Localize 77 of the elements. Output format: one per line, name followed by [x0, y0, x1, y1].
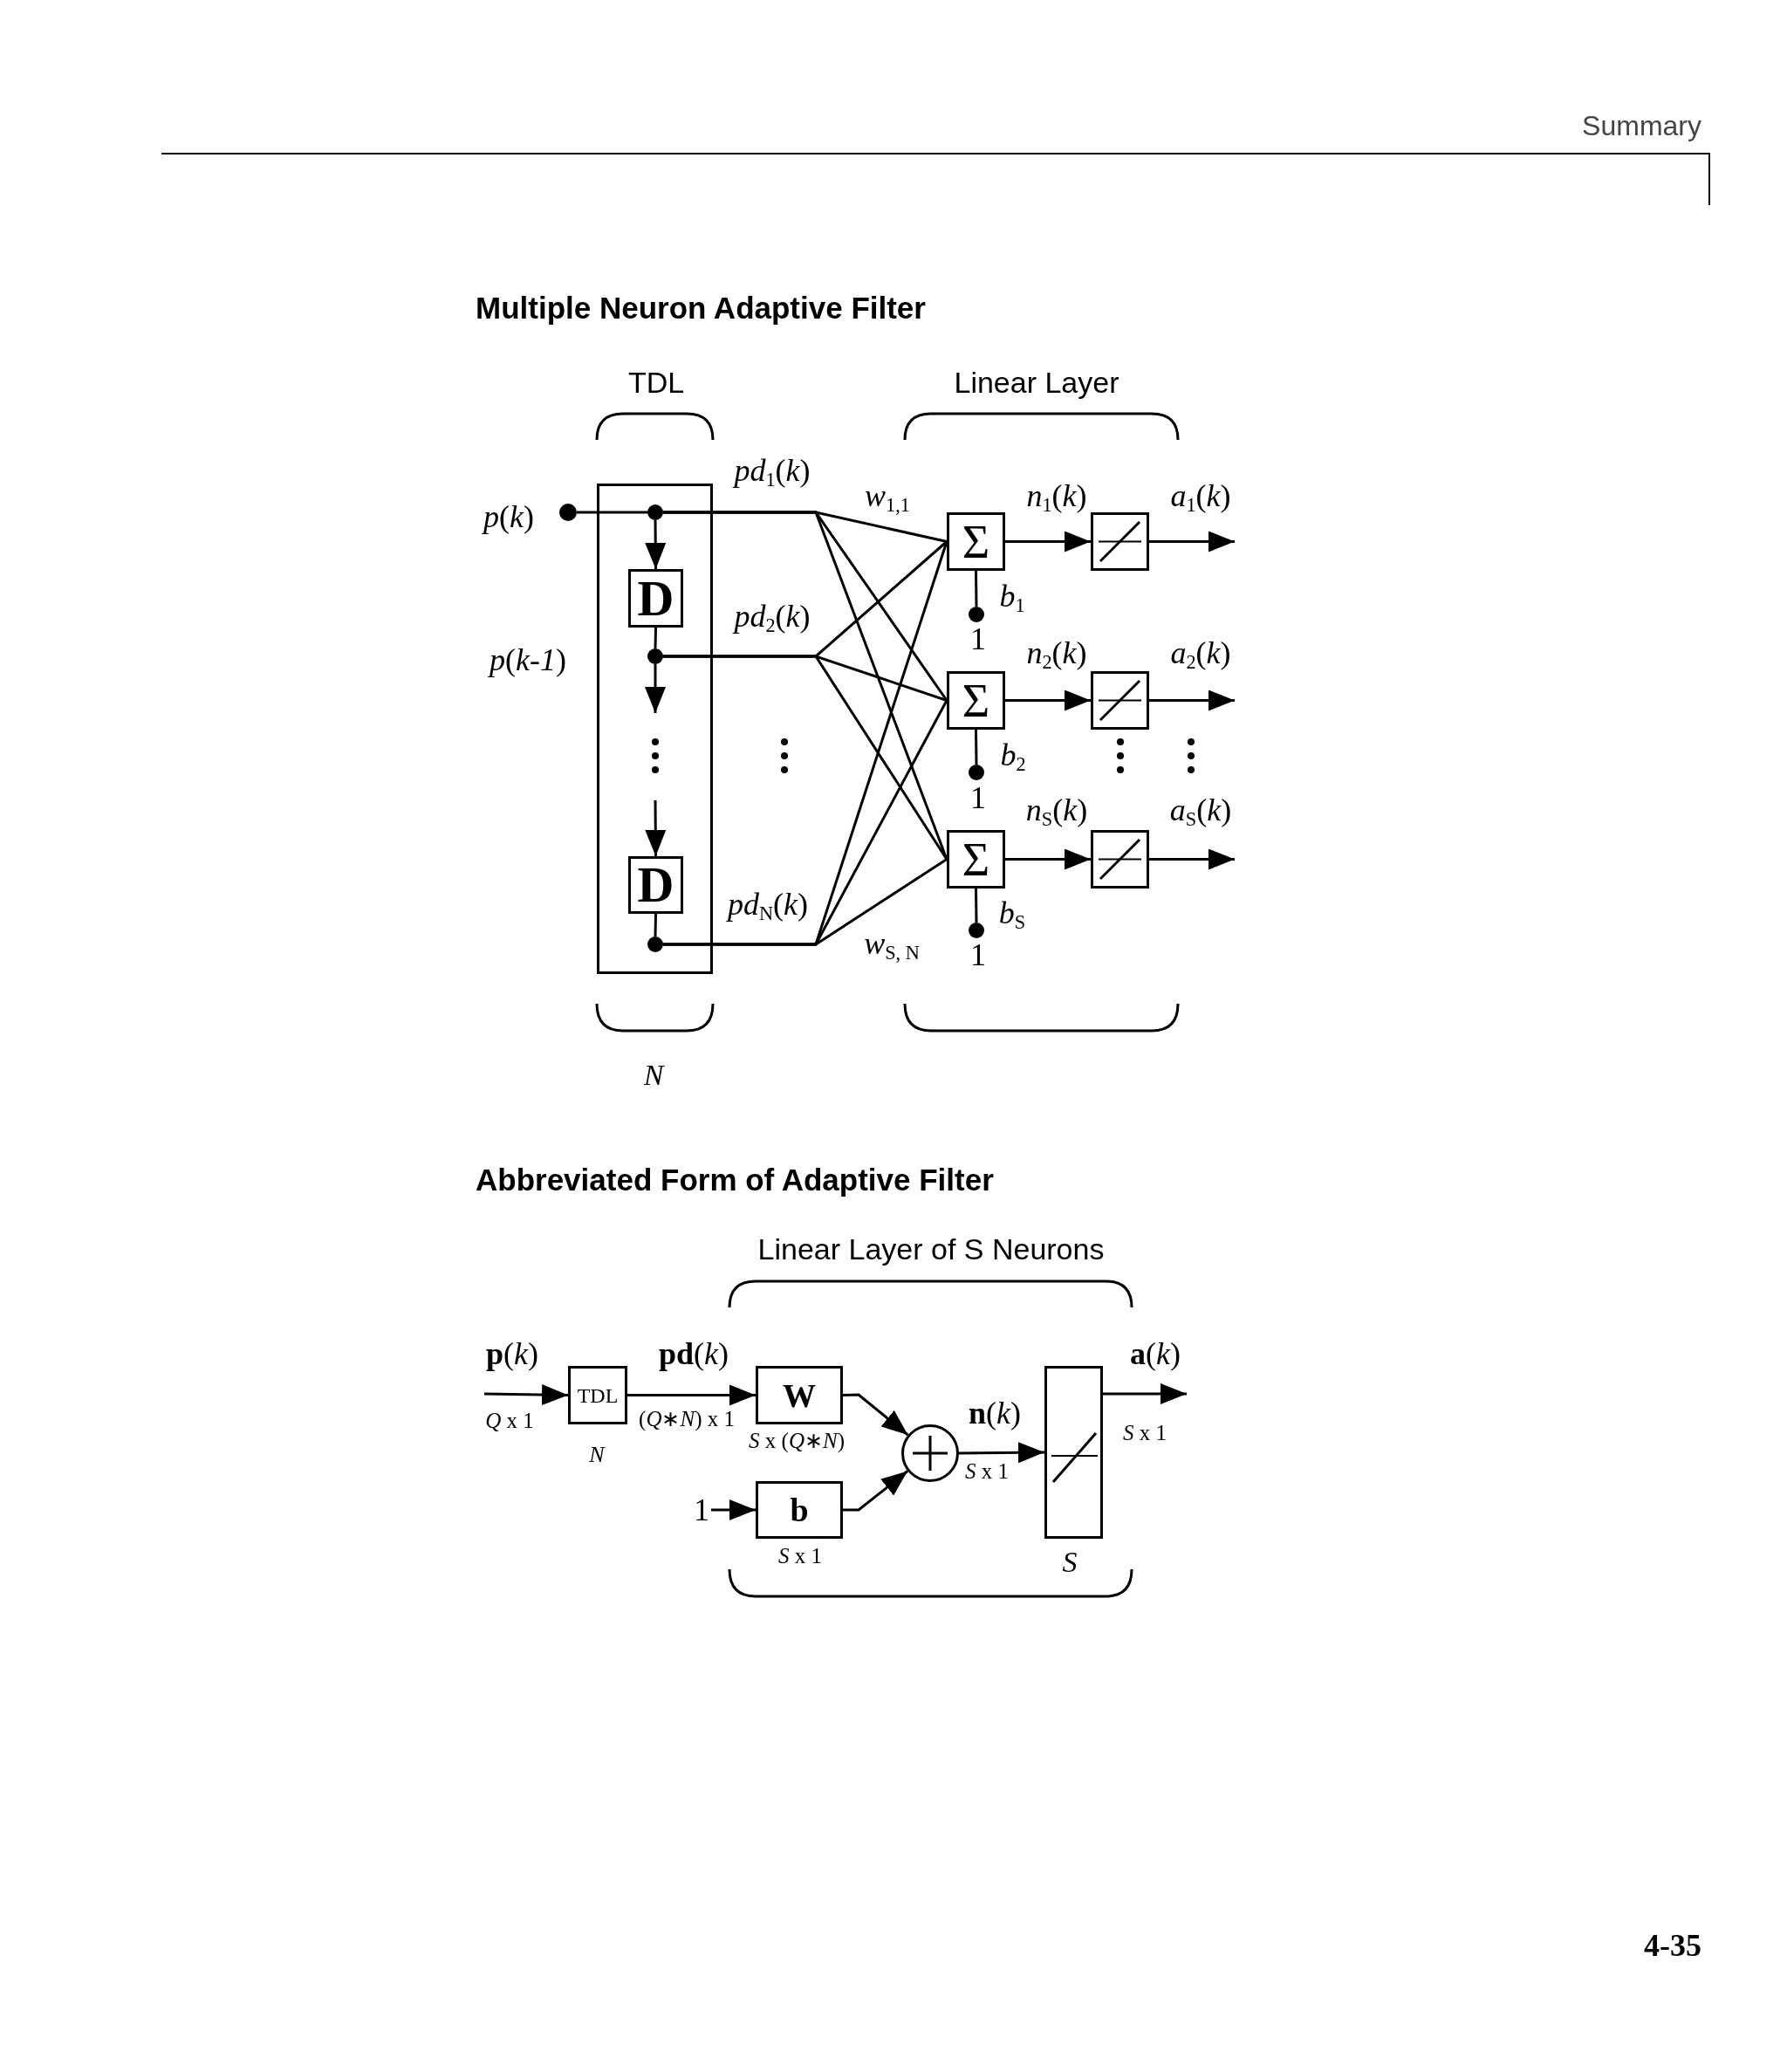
transfer-function-box	[1044, 1366, 1103, 1539]
summing-junction	[901, 1424, 959, 1482]
arrow	[645, 664, 666, 713]
signal-label: pd$_{N}$(k)	[727, 888, 809, 922]
transfer-function-box	[1091, 671, 1149, 730]
section-title: Abbreviated Form of Adaptive Filter	[476, 1163, 994, 1197]
connector-line	[663, 655, 948, 861]
section-title: Multiple Neuron Adaptive Filter	[476, 292, 926, 325]
node-caption: 1	[970, 939, 986, 972]
dimension-label: S x 1	[1123, 1421, 1167, 1445]
running-header: Summary	[1582, 112, 1701, 141]
arrow	[1149, 848, 1235, 870]
constant-input-label: 1	[692, 1492, 711, 1527]
junction-dot	[647, 504, 663, 520]
connector-line	[975, 729, 978, 765]
parameter-box	[756, 1366, 843, 1424]
junction-dot	[969, 923, 984, 938]
dimension-label: Q x 1	[485, 1409, 534, 1433]
box-label: D	[637, 860, 674, 910]
node-caption: 1	[970, 623, 986, 656]
node-caption: S x 1	[778, 1544, 822, 1568]
arrow	[645, 800, 667, 856]
signal-label: pd$_{2}$(k)	[734, 600, 811, 634]
connector-line	[663, 858, 948, 946]
summation-box	[947, 512, 1005, 571]
arrow	[843, 1470, 909, 1512]
box-label: Σ	[962, 518, 990, 566]
connector-line	[577, 511, 647, 514]
delay-box	[628, 856, 683, 914]
arrow	[711, 1499, 756, 1520]
signal-label: pd$_{1}$(k)	[734, 455, 811, 488]
arrow	[483, 1384, 569, 1406]
box-label: D	[637, 573, 674, 624]
connector-line	[975, 888, 978, 923]
connector-line	[654, 627, 657, 649]
arrow	[1005, 690, 1091, 711]
arrow	[627, 1384, 756, 1406]
arrow	[959, 1442, 1044, 1464]
node-caption: N	[589, 1443, 605, 1467]
node-caption: S x (Q∗N)	[749, 1429, 845, 1453]
node-caption: 1	[970, 782, 986, 815]
node-caption: p(k)	[483, 501, 534, 534]
junction-dot	[969, 607, 984, 622]
arrow	[1005, 531, 1091, 552]
dimension-label: N	[643, 1060, 664, 1091]
box-label: b	[790, 1493, 809, 1527]
node-caption: S	[1062, 1547, 1078, 1578]
box-label: Σ	[962, 835, 990, 883]
page-number: 4-35	[1644, 1930, 1701, 1963]
group-label: TDL	[627, 367, 685, 399]
parameter-box	[756, 1481, 843, 1539]
box-label: W	[783, 1378, 816, 1412]
arrow	[1103, 1383, 1187, 1404]
summation-box	[947, 671, 1005, 730]
box-label: Σ	[962, 676, 990, 724]
dimension-label: S x 1	[965, 1459, 1009, 1484]
arrow	[842, 1393, 909, 1437]
transfer-function-box	[1091, 512, 1149, 571]
junction-dot	[559, 504, 577, 521]
delay-box	[628, 569, 683, 628]
arrow	[1005, 848, 1091, 870]
arrow	[1149, 531, 1235, 552]
dimension-label: (Q∗N) x 1	[639, 1407, 735, 1431]
connector-line	[654, 913, 657, 937]
tdl-box	[568, 1366, 627, 1424]
signal-label: p(k-1)	[490, 644, 566, 677]
transfer-function-box	[1091, 830, 1149, 888]
summation-box	[947, 830, 1005, 888]
junction-dot	[647, 937, 663, 952]
junction-dot	[647, 648, 663, 664]
box-label: TDL	[577, 1384, 619, 1406]
arrow	[1149, 690, 1235, 711]
junction-dot	[969, 765, 984, 780]
group-label: Linear Layer	[954, 367, 1119, 399]
group-label: Linear Layer of S Neurons	[757, 1234, 1105, 1266]
connector-line	[975, 570, 978, 607]
arrow	[645, 520, 667, 569]
